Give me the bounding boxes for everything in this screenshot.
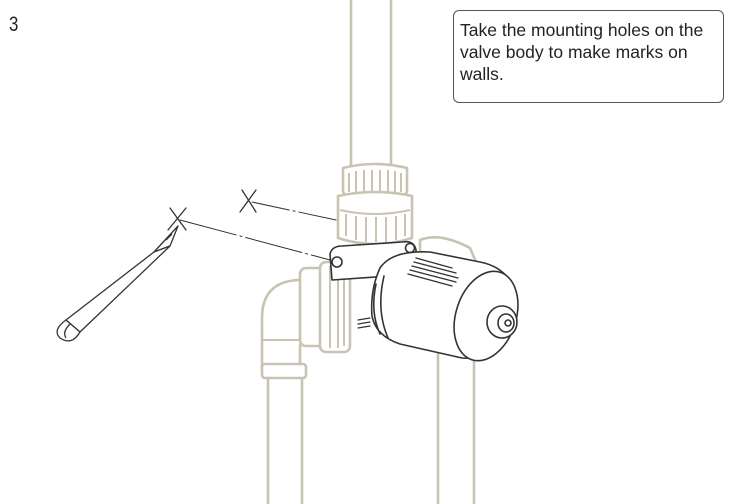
instruction-text: Take the mounting holes on the valve bod… [460,20,704,84]
x-mark-icon [239,189,257,213]
valve-side-label [357,317,371,329]
left-bottom-pipe [266,370,304,504]
mounting-hole-left [331,256,343,268]
valve-body [329,240,519,362]
upper-guide-line [251,201,337,221]
valve-grille [407,257,459,287]
x-mark-icon [167,207,187,231]
pipes [260,0,478,504]
right-bottom-pipe [436,346,476,504]
mounting-hole-right [404,242,416,254]
top-pipe [349,0,393,174]
marking-guides [179,201,337,261]
lower-guide-line [179,219,331,261]
instruction-callout: Take the mounting holes on the valve bod… [453,10,724,103]
pencil-icon [56,225,179,342]
step-number: 3 [9,13,19,36]
